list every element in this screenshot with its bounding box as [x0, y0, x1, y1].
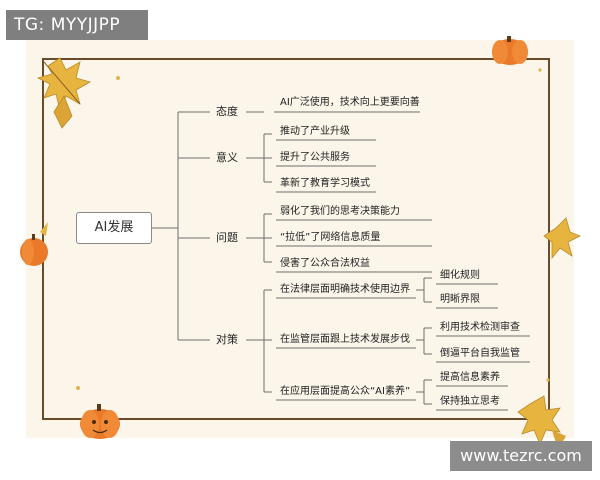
maple-leaf-icon: [517, 395, 566, 450]
branch-attitude: 态度: [216, 105, 238, 118]
leaf-measure-legal: 在法律层面明确技术使用边界: [280, 284, 410, 295]
leaf-problem-2: “拉低”了网络信息质量: [280, 232, 381, 243]
leaf-legal-sub-1: 细化规则: [440, 270, 480, 281]
branch-problems: 问题: [216, 231, 238, 244]
leaf-problem-1: 弱化了我们的思考决策能力: [280, 206, 400, 217]
leaf-regulation-sub-2: 倒逼平台自我监管: [440, 348, 520, 359]
leaf-legal-sub-2: 明晰界限: [440, 294, 480, 305]
leaf-application-sub-2: 保持独立思考: [440, 396, 500, 407]
mindmap-root: AI发展: [76, 212, 152, 244]
branch-countermeasures: 对策: [216, 333, 238, 346]
maple-leaf-icon: [36, 57, 92, 129]
maple-leaf-icon: [543, 217, 581, 260]
leaf-application-sub-1: 提高信息素养: [440, 372, 500, 383]
pumpkin-icon: [80, 404, 120, 439]
leaf-significance-2: 提升了公共服务: [280, 152, 350, 163]
leaf-measure-regulation: 在监管层面跟上技术发展步伐: [280, 334, 410, 345]
leaf-problem-3: 侵害了公众合法权益: [280, 258, 370, 269]
leaf-significance-3: 革新了教育学习模式: [280, 178, 370, 189]
pumpkin-icon: [492, 36, 528, 65]
watermark-bottom: www.tezrc.com: [450, 441, 592, 471]
leaf-significance-1: 推动了产业升级: [280, 126, 350, 137]
leaf-regulation-sub-1: 利用技术检测审查: [440, 322, 520, 333]
leaf-attitude-1: AI广泛使用，技术向上更要向善: [280, 97, 420, 108]
pumpkin-icon: [20, 222, 48, 266]
watermark-top: TG: MYYJJPP: [6, 10, 148, 40]
leaf-measure-application: 在应用层面提高公众“AI素养”: [280, 386, 411, 397]
branch-significance: 意义: [216, 151, 238, 164]
